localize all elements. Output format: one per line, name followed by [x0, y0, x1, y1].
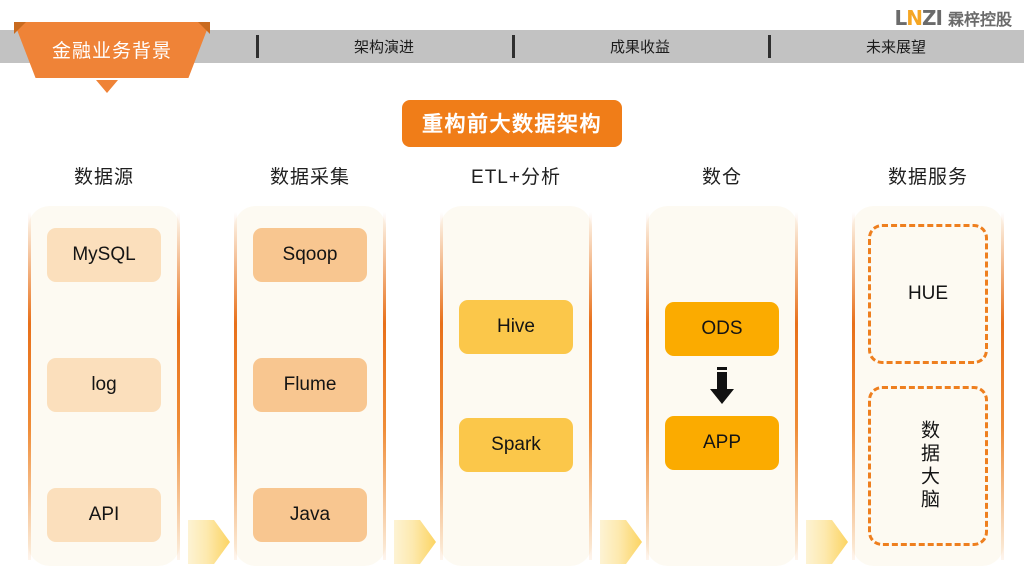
node-api[interactable]: API [47, 488, 161, 542]
nav-active-tab-label: 金融业务背景 [51, 40, 172, 62]
column-warehouse: 数仓 ODS APP [646, 158, 798, 566]
arrow-source-to-collect-icon [188, 520, 230, 564]
arrow-collect-to-etl-icon [394, 520, 436, 564]
nav-active-tab[interactable]: 金融业务背景 [14, 22, 210, 78]
node-hue[interactable]: HUE [868, 224, 988, 364]
node-log[interactable]: log [47, 358, 161, 412]
node-ods[interactable]: ODS [665, 302, 779, 356]
down-arrow-icon [707, 364, 737, 408]
nav-item-2[interactable]: 成果收益 [512, 30, 768, 63]
column-header-1: 数据采集 [269, 167, 350, 188]
column-body-3: ODS APP [646, 206, 798, 566]
column-data-collection: 数据采集 Sqoop Flume Java [234, 158, 386, 566]
tab-pointer-icon [96, 80, 118, 93]
node-app[interactable]: APP [665, 416, 779, 470]
arrow-etl-to-warehouse-icon [600, 520, 642, 564]
architecture-diagram: 数据源 MySQL log API 数据采集 Sqoop Flume Java … [0, 158, 1024, 576]
node-sqoop[interactable]: Sqoop [253, 228, 367, 282]
logo-mark-icon: LNZI [894, 6, 943, 30]
node-hive[interactable]: Hive [459, 300, 573, 354]
nav-item-3[interactable]: 未来展望 [768, 30, 1024, 63]
column-header-3: 数仓 [701, 167, 742, 188]
node-data-brain[interactable]: 数据大脑 [868, 386, 988, 546]
column-body-0: MySQL log API [28, 206, 180, 566]
column-header-2: ETL+分析 [471, 167, 561, 188]
node-mysql[interactable]: MySQL [47, 228, 161, 282]
nav-item-1[interactable]: 架构演进 [256, 30, 512, 63]
column-etl-analysis: ETL+分析 Hive Spark [440, 158, 592, 566]
column-body-1: Sqoop Flume Java [234, 206, 386, 566]
node-flume[interactable]: Flume [253, 358, 367, 412]
column-body-4: HUE 数据大脑 [852, 206, 1004, 566]
arrow-warehouse-to-service-icon [806, 520, 848, 564]
column-body-2: Hive Spark [440, 206, 592, 566]
column-data-service: 数据服务 HUE 数据大脑 [852, 158, 1004, 566]
brand-name: 霖梓控股 [947, 12, 1012, 29]
node-java[interactable]: Java [253, 488, 367, 542]
column-data-source: 数据源 MySQL log API [28, 158, 180, 566]
column-header-4: 数据服务 [887, 167, 968, 188]
page-title: 重构前大数据架构 [402, 100, 622, 147]
node-spark[interactable]: Spark [459, 418, 573, 472]
nav-active-tab-shape: 金融业务背景 [14, 22, 210, 78]
node-data-brain-label: 数据大脑 [917, 420, 939, 512]
brand-logo: LNZI 霖梓控股 [895, 6, 1012, 30]
nav-items: 架构演进 成果收益 未来展望 [0, 30, 1024, 63]
column-header-0: 数据源 [73, 167, 134, 188]
